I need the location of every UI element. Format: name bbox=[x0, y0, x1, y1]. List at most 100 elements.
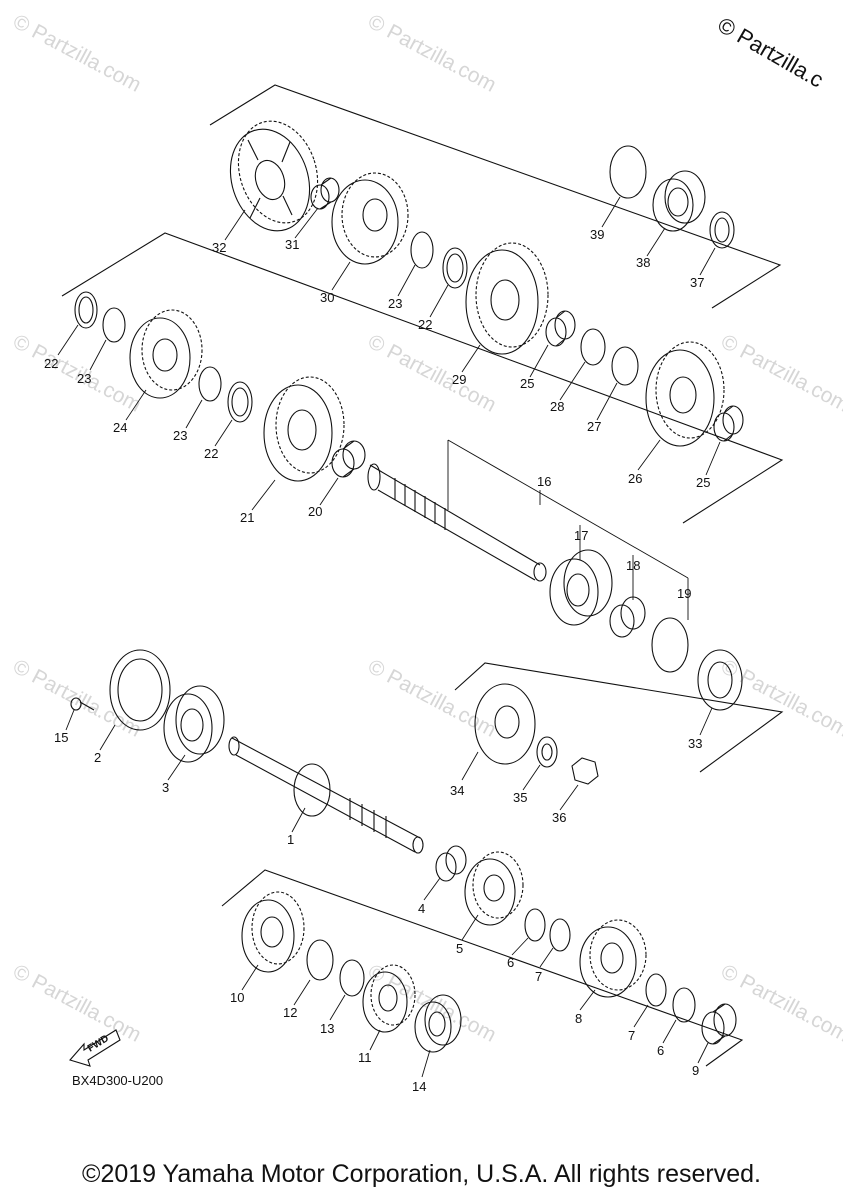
callout-36: 36 bbox=[552, 810, 566, 825]
washer-28 bbox=[580, 328, 606, 366]
callout-11: 11 bbox=[358, 1050, 372, 1065]
circlip-23 bbox=[198, 366, 222, 402]
gear-32 bbox=[229, 120, 319, 232]
callout-2: 2 bbox=[94, 750, 101, 765]
callout-3: 3 bbox=[162, 780, 169, 795]
callout-17: 17 bbox=[574, 528, 588, 543]
callout-14: 14 bbox=[412, 1079, 426, 1094]
washer-37 bbox=[709, 211, 735, 249]
callout-25: 25 bbox=[520, 376, 534, 391]
callout-10: 10 bbox=[230, 990, 244, 1005]
bearing-9 bbox=[701, 1003, 737, 1045]
washer-22 bbox=[231, 387, 249, 417]
collar-31 bbox=[310, 177, 340, 210]
callout-18: 18 bbox=[626, 558, 640, 573]
callout-22: 22 bbox=[44, 356, 58, 371]
fwd-arrow-icon bbox=[69, 1029, 121, 1067]
callout-labels: 32 31 30 23 22 29 25 28 27 26 25 39 38 3… bbox=[44, 227, 710, 1094]
callout-23: 23 bbox=[173, 428, 187, 443]
callout-23: 23 bbox=[77, 371, 91, 386]
footer-copyright: ©2019 Yamaha Motor Corporation, U.S.A. A… bbox=[82, 1160, 761, 1188]
retainer-2 bbox=[109, 649, 171, 731]
washer-6 bbox=[672, 987, 696, 1023]
callout-24: 24 bbox=[113, 420, 127, 435]
washer-22 bbox=[446, 253, 464, 283]
callout-39: 39 bbox=[590, 227, 604, 242]
washer-27 bbox=[611, 346, 639, 386]
circlip-23 bbox=[410, 231, 434, 269]
callout-6: 6 bbox=[507, 955, 514, 970]
callout-22: 22 bbox=[204, 446, 218, 461]
callout-1: 1 bbox=[287, 832, 294, 847]
gear-11 bbox=[362, 964, 416, 1033]
callout-21: 21 bbox=[240, 510, 254, 525]
callout-15: 15 bbox=[54, 730, 68, 745]
callout-32: 32 bbox=[212, 240, 226, 255]
washer-6 bbox=[524, 908, 546, 942]
callout-34: 34 bbox=[450, 783, 464, 798]
bearing-25 bbox=[545, 310, 576, 347]
callout-33: 33 bbox=[688, 736, 702, 751]
gear-26 bbox=[645, 341, 725, 447]
collar-20 bbox=[331, 440, 366, 478]
seal-33 bbox=[707, 661, 733, 699]
gear-10 bbox=[241, 891, 305, 973]
gear-30 bbox=[331, 172, 409, 265]
washer-22 bbox=[78, 296, 94, 324]
bearing-25 bbox=[713, 405, 744, 442]
group-box-sprocket bbox=[454, 662, 784, 773]
callout-16: 16 bbox=[537, 474, 551, 489]
washer-37 bbox=[714, 217, 730, 243]
callout-25: 25 bbox=[696, 475, 710, 490]
circlip-7 bbox=[549, 918, 571, 952]
washer-22 bbox=[74, 291, 98, 329]
gear-8 bbox=[579, 919, 647, 998]
sprocket-34 bbox=[474, 683, 536, 765]
callout-12: 12 bbox=[283, 1005, 297, 1020]
collar-4 bbox=[435, 845, 467, 882]
circlip-23 bbox=[102, 307, 126, 343]
callout-30: 30 bbox=[320, 290, 334, 305]
callout-38: 38 bbox=[636, 255, 650, 270]
callout-8: 8 bbox=[575, 1011, 582, 1026]
callout-27: 27 bbox=[587, 419, 601, 434]
callout-22: 22 bbox=[418, 317, 432, 332]
callout-7: 7 bbox=[535, 969, 542, 984]
gear-29 bbox=[465, 242, 549, 355]
gear-21 bbox=[263, 376, 345, 482]
callout-20: 20 bbox=[308, 504, 322, 519]
callout-4: 4 bbox=[418, 901, 425, 916]
callout-19: 19 bbox=[677, 586, 691, 601]
callout-7: 7 bbox=[628, 1028, 635, 1043]
callout-5: 5 bbox=[456, 941, 463, 956]
washer-22 bbox=[227, 381, 253, 423]
bearing-17 bbox=[549, 549, 613, 626]
callout-26: 26 bbox=[628, 471, 642, 486]
callout-37: 37 bbox=[690, 275, 704, 290]
group-box-lower bbox=[221, 869, 744, 1067]
leader-lines bbox=[57, 196, 721, 1078]
washer-12 bbox=[306, 939, 334, 981]
circlip-7 bbox=[645, 973, 667, 1007]
callout-29: 29 bbox=[452, 372, 466, 387]
circlip-19 bbox=[651, 617, 689, 673]
gear-5 bbox=[464, 851, 524, 926]
collar-18 bbox=[609, 596, 646, 638]
main-axle-1 bbox=[228, 736, 424, 854]
bearing-3 bbox=[163, 685, 225, 763]
drawing-code: BX4D300-U200 bbox=[72, 1073, 164, 1088]
gear-24 bbox=[129, 309, 203, 399]
seal-33 bbox=[697, 649, 743, 711]
callout-13: 13 bbox=[320, 1021, 334, 1036]
group-box-upper bbox=[209, 84, 782, 309]
bolt-15 bbox=[70, 697, 95, 711]
axle-16 bbox=[367, 463, 547, 582]
washer-22 bbox=[442, 247, 468, 289]
callout-31: 31 bbox=[285, 237, 299, 252]
nut-36 bbox=[571, 757, 599, 785]
bearing-14 bbox=[414, 994, 462, 1053]
callout-9: 9 bbox=[692, 1063, 699, 1078]
group-box-middle bbox=[61, 232, 784, 524]
bearing-38 bbox=[652, 170, 706, 232]
callout-23: 23 bbox=[388, 296, 402, 311]
